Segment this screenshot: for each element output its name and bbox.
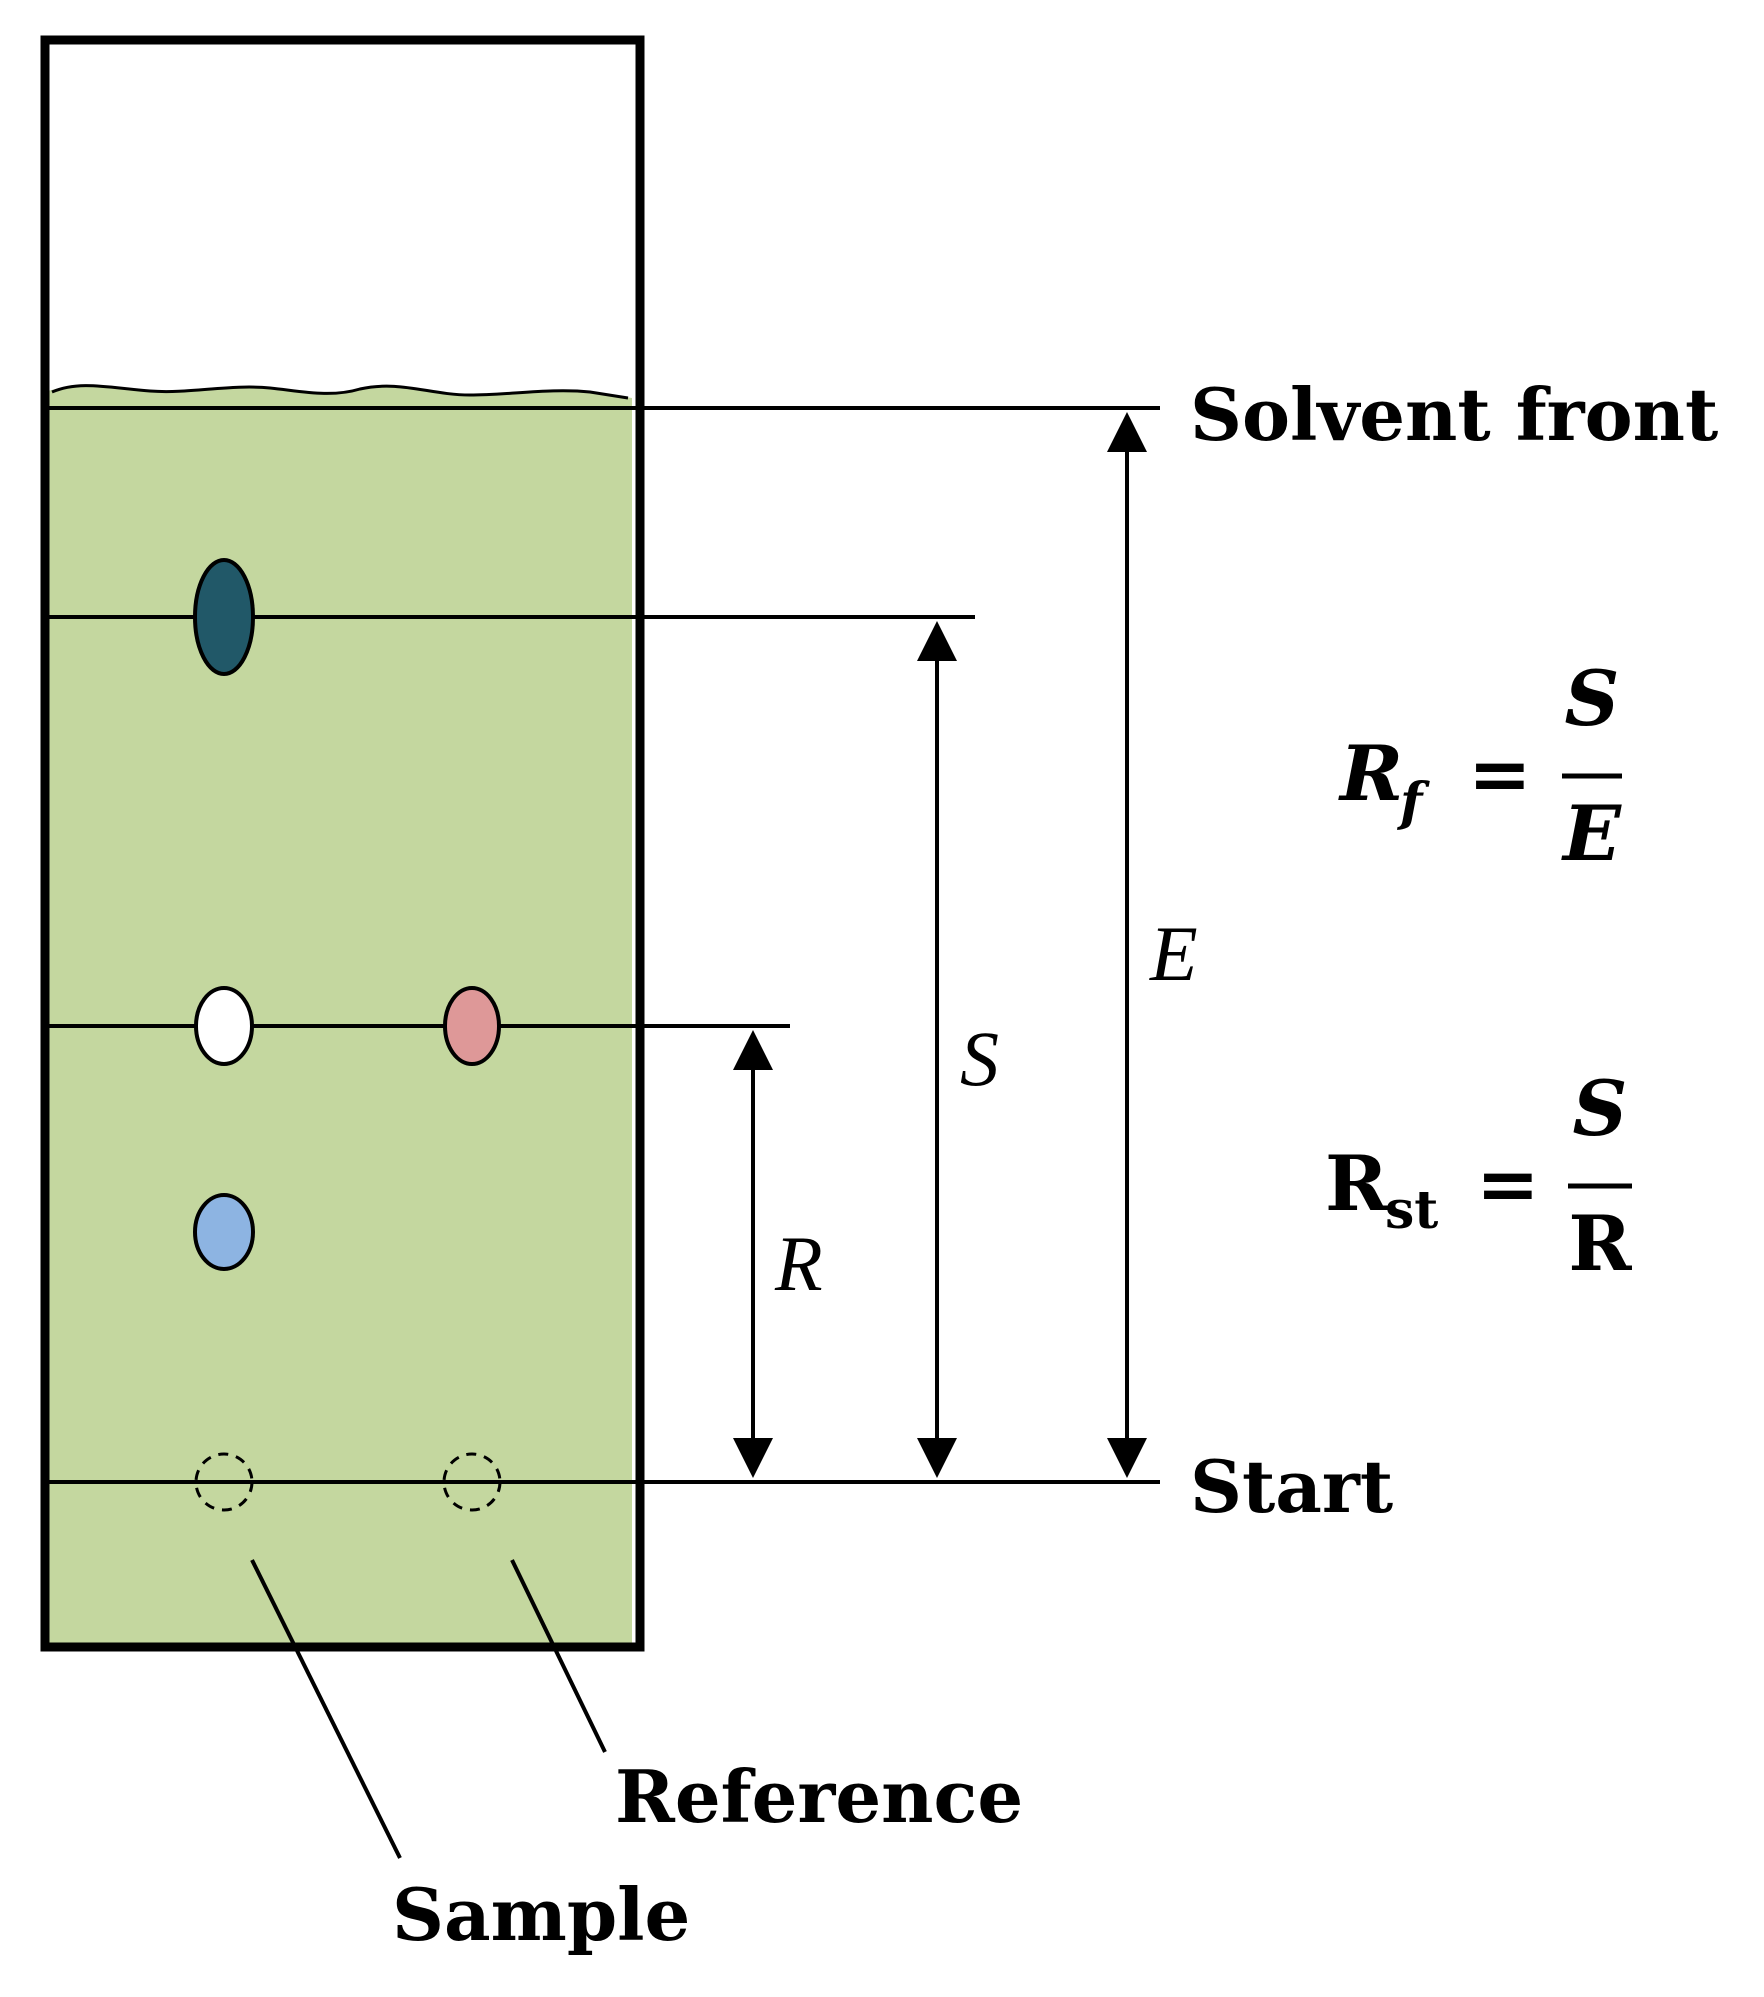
- sample-label: Sample: [392, 1872, 690, 1957]
- start-label: Start: [1190, 1444, 1393, 1529]
- rst-numerator: S: [1573, 1064, 1628, 1153]
- solvent-surface-line: [51, 384, 629, 400]
- rf-numerator: S: [1565, 654, 1620, 743]
- spot-blue: [193, 1193, 255, 1271]
- rst-lhs: R: [1325, 1139, 1389, 1228]
- rf-equals: =: [1468, 729, 1532, 818]
- spot-pink: [443, 986, 501, 1066]
- reference-label: Reference: [615, 1754, 1023, 1839]
- reference-pointer-line: [510, 1559, 607, 1753]
- spot-white: [194, 986, 254, 1066]
- rf-denominator: E: [1561, 789, 1622, 878]
- origin-spot-sample: [194, 1452, 254, 1512]
- rst-equals: =: [1476, 1139, 1540, 1228]
- rf-lhs-subscript: f: [1396, 772, 1430, 833]
- rf-formula: R f = S E: [1338, 654, 1622, 878]
- spot-dark-teal: [193, 558, 255, 676]
- distance-label-R: R: [774, 1220, 823, 1307]
- tlc-chamber: [40, 35, 645, 1652]
- solvent-region: [45, 385, 632, 1648]
- distance-label-S: S: [960, 1015, 999, 1102]
- rst-formula: R st = S R: [1325, 1064, 1632, 1288]
- solvent-front-label: Solvent front: [1190, 372, 1718, 457]
- distance-label-E: E: [1149, 910, 1198, 997]
- rst-lhs-subscript: st: [1385, 1180, 1438, 1241]
- origin-spot-reference: [442, 1452, 502, 1512]
- rf-lhs: R: [1338, 729, 1403, 818]
- rst-denominator: R: [1568, 1199, 1632, 1288]
- sample-pointer-line: [250, 1559, 402, 1859]
